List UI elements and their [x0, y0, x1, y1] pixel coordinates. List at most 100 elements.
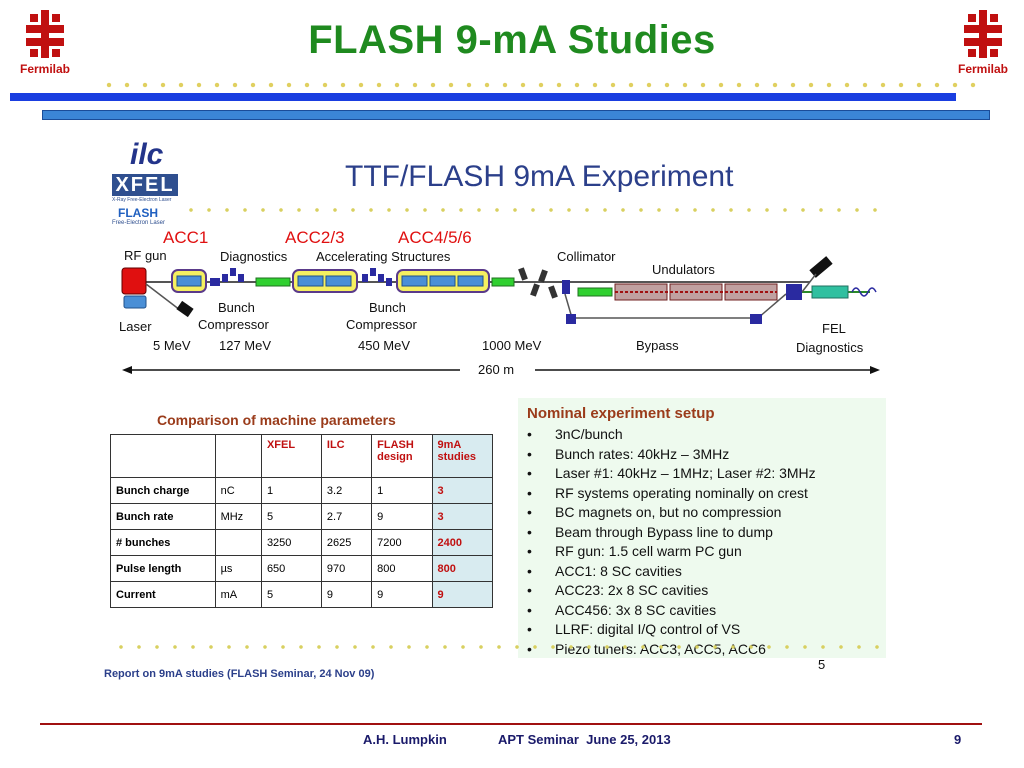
flash-logo: FLASH — [118, 206, 158, 220]
table-cell: µs — [214, 555, 262, 582]
list-item: RF systems operating nominally on crest — [525, 484, 816, 504]
table-cell: Bunch rate — [110, 503, 216, 530]
label-undulators: Undulators — [652, 262, 715, 277]
table-cell: 2.7 — [320, 503, 373, 530]
table-cell: 7200 — [371, 529, 433, 556]
xfel-logo-subtitle: X-Ray Free-Electron Laser — [112, 197, 172, 203]
table-cell: Bunch charge — [110, 477, 216, 504]
dotted-divider-inner-bottom — [112, 642, 890, 652]
table-cell: 800 — [371, 555, 433, 582]
ilc-logo: ilc — [130, 138, 164, 171]
table-cell: 800 — [431, 555, 493, 582]
table-cell: nC — [214, 477, 262, 504]
table-header-9ma-studies: 9mA studies — [431, 434, 493, 478]
table-cell: 3 — [431, 477, 493, 504]
table-cell: mA — [214, 581, 262, 608]
list-item: RF gun: 1.5 cell warm PC gun — [525, 542, 816, 562]
label-fel: FEL — [822, 321, 846, 336]
table-cell: 2400 — [431, 529, 493, 556]
list-item: Bunch rates: 40kHz – 3MHz — [525, 445, 816, 465]
label-accelerating-structures: Accelerating Structures — [316, 249, 451, 264]
list-item: ACC23: 2x 8 SC cavities — [525, 581, 816, 601]
label-acc456: ACC4/5/6 — [398, 228, 472, 247]
embedded-slide-title: TTF/FLASH 9mA Experiment — [345, 160, 734, 193]
dotted-divider-top — [100, 80, 980, 90]
embedded-page-number: 5 — [818, 657, 826, 672]
table-cell: 1 — [371, 477, 433, 504]
list-item: ACC456: 3x 8 SC cavities — [525, 601, 816, 621]
fermilab-label-right: Fermilab — [958, 62, 1009, 76]
header-light-bar — [42, 110, 990, 120]
table-header-cell — [214, 434, 262, 478]
setup-list: 3nC/bunch Bunch rates: 40kHz – 3MHz Lase… — [525, 425, 816, 659]
label-compressor-1: Compressor — [198, 317, 269, 332]
table-header-row: XFEL ILC FLASH design 9mA studies — [110, 434, 493, 478]
label-fel-diagnostics: Diagnostics — [796, 340, 864, 355]
table-cell: 650 — [260, 555, 322, 582]
table-cell — [214, 529, 262, 556]
list-item: Beam through Bypass line to dump — [525, 523, 816, 543]
label-energy-127mev: 127 MeV — [219, 338, 272, 353]
header-blue-bar — [10, 93, 956, 101]
table-header-xfel: XFEL — [260, 434, 322, 478]
label-compressor-2: Compressor — [346, 317, 417, 332]
table-row: # bunches 3250 2625 7200 2400 — [110, 529, 493, 556]
table-row: Bunch charge nC 1 3.2 1 3 — [110, 477, 493, 504]
accelerator-diagram — [121, 256, 880, 374]
footer-event: APT Seminar June 25, 2013 — [498, 732, 671, 747]
footer-page-number: 9 — [954, 732, 962, 747]
label-bunch-1: Bunch — [218, 300, 255, 315]
list-item: LLRF: digital I/Q control of VS — [525, 620, 816, 640]
label-energy-450mev: 450 MeV — [358, 338, 411, 353]
list-item: 3nC/bunch — [525, 425, 816, 445]
table-cell: Pulse length — [110, 555, 216, 582]
table-cell: 9 — [371, 581, 433, 608]
fermilab-label-left: Fermilab — [20, 62, 71, 76]
table-cell: MHz — [214, 503, 262, 530]
slide-title: FLASH 9-mA Studies — [308, 18, 716, 62]
label-energy-5mev: 5 MeV — [153, 338, 191, 353]
table-cell: 9 — [431, 581, 493, 608]
setup-title: Nominal experiment setup — [527, 405, 715, 422]
report-note: Report on 9mA studies (FLASH Seminar, 24… — [104, 668, 375, 680]
label-length: 260 m — [478, 362, 515, 377]
table-cell: 5 — [260, 503, 322, 530]
list-item: ACC1: 8 SC cavities — [525, 562, 816, 582]
table-cell: 3 — [431, 503, 493, 530]
table-cell: # bunches — [110, 529, 216, 556]
label-acc1: ACC1 — [163, 228, 209, 247]
list-item: Laser #1: 40kHz – 1MHz; Laser #2: 3MHz — [525, 464, 816, 484]
table-row: Bunch rate MHz 5 2.7 9 3 — [110, 503, 493, 530]
xfel-logo: XFEL — [112, 174, 178, 196]
table-cell: 9 — [320, 581, 373, 608]
label-diagnostics: Diagnostics — [220, 249, 288, 264]
table-cell: 970 — [320, 555, 373, 582]
table-cell: 3250 — [260, 529, 322, 556]
label-collimator: Collimator — [557, 249, 616, 264]
table-cell: 1 — [260, 477, 322, 504]
table-header-ilc: ILC — [320, 434, 373, 478]
table-cell: 5 — [260, 581, 322, 608]
table-cell: Current — [110, 581, 216, 608]
label-energy-1000mev: 1000 MeV — [482, 338, 542, 353]
table-header-flash-design: FLASH design — [371, 434, 433, 478]
parameters-table: XFEL ILC FLASH design 9mA studies Bunch … — [110, 434, 493, 608]
table-cell: 9 — [371, 503, 433, 530]
label-rf-gun: RF gun — [124, 248, 167, 263]
dotted-divider-inner-top — [182, 205, 890, 215]
table-row: Current mA 5 9 9 9 — [110, 581, 493, 608]
label-acc23: ACC2/3 — [285, 228, 345, 247]
flash-logo-subtitle: Free-Electron Laser — [112, 220, 166, 226]
list-item: BC magnets on, but no compression — [525, 503, 816, 523]
fermilab-logo-right-icon — [964, 10, 1002, 58]
table-caption: Comparison of machine parameters — [157, 412, 396, 428]
footer-author: A.H. Lumpkin — [363, 732, 447, 747]
table-cell: 2625 — [320, 529, 373, 556]
fermilab-logo-left-icon — [26, 10, 64, 58]
table-cell: 3.2 — [320, 477, 373, 504]
label-bypass: Bypass — [636, 338, 679, 353]
label-bunch-2: Bunch — [369, 300, 406, 315]
label-laser: Laser — [119, 319, 152, 334]
table-header-cell — [110, 434, 216, 478]
footer-divider — [40, 723, 982, 725]
